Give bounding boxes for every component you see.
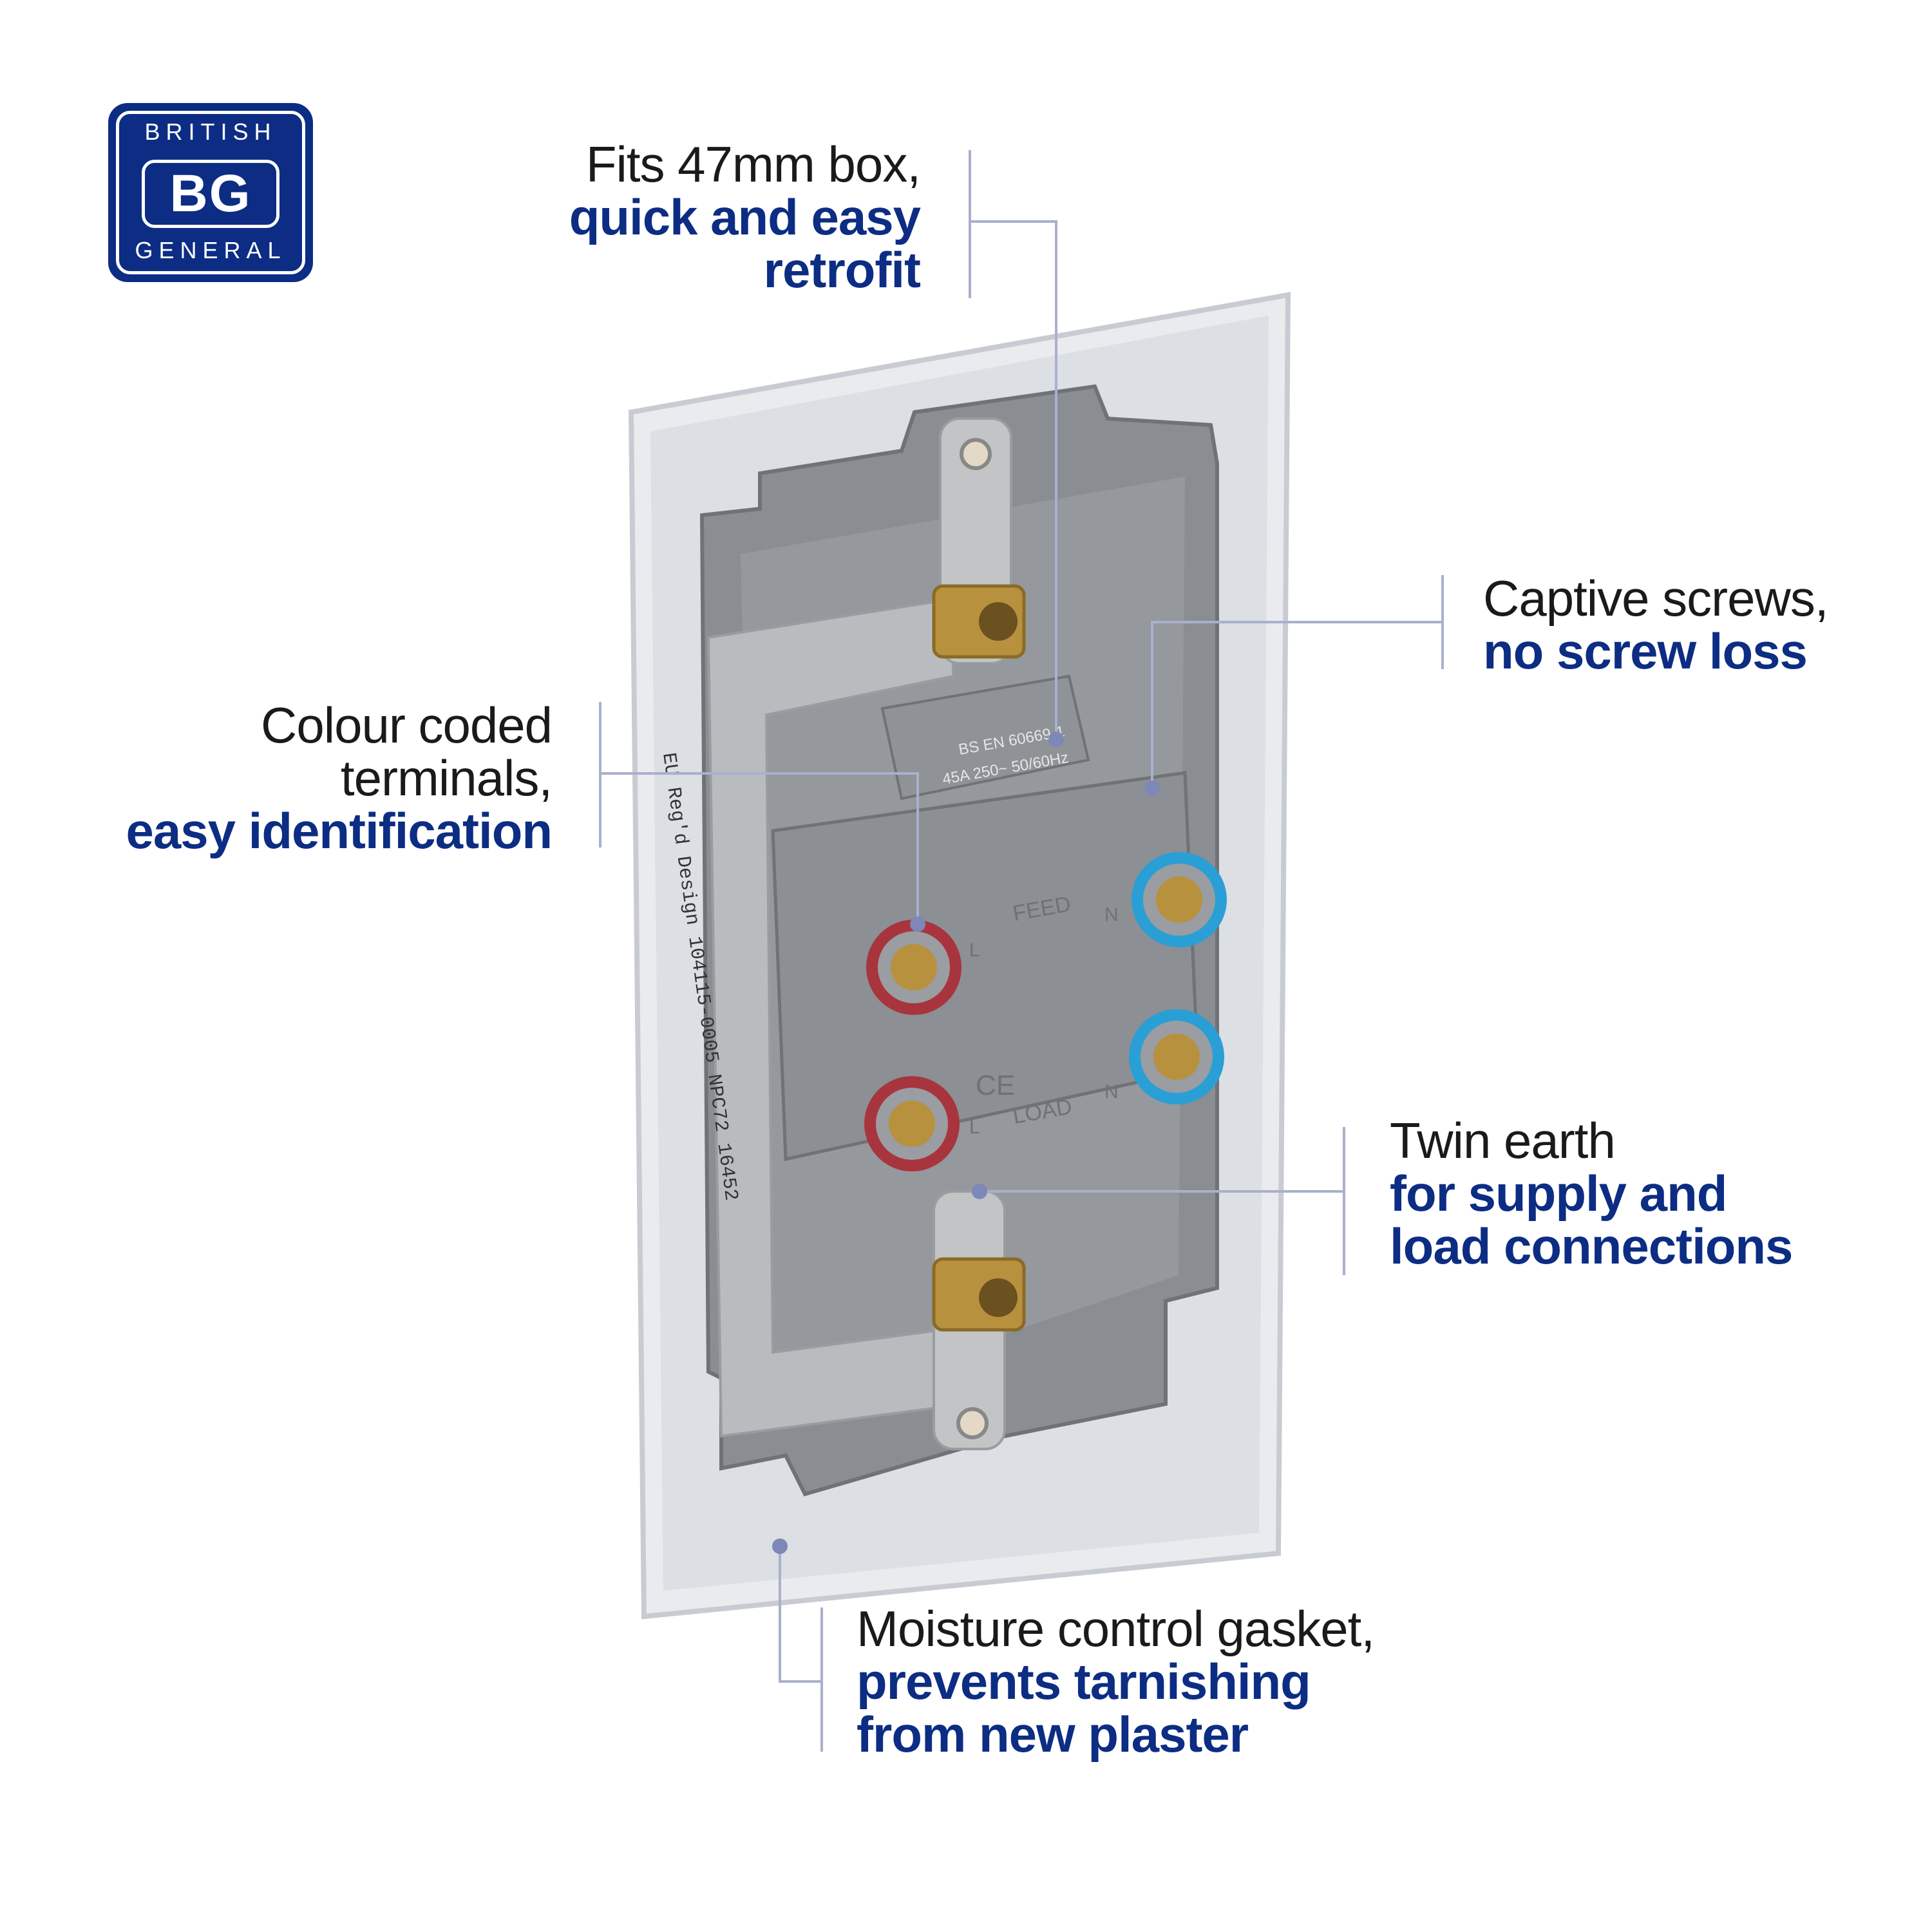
callout-highlight: easy identification bbox=[126, 802, 553, 859]
neutral-terminal-feed bbox=[1132, 852, 1227, 947]
callout-text: Captive screws, bbox=[1483, 570, 1828, 627]
callout-box-fit: Fits 47mm box, quick and easy retrofit bbox=[569, 136, 921, 298]
live-terminal-load bbox=[864, 1076, 960, 1171]
logo-border bbox=[116, 111, 305, 274]
live-terminal-feed bbox=[866, 920, 961, 1015]
feed-neutral-label: N bbox=[1104, 904, 1119, 925]
leader-box bbox=[969, 150, 1057, 739]
load-neutral-label: N bbox=[1104, 1081, 1119, 1103]
callout-highlight: quick and easy bbox=[569, 189, 921, 245]
callout-captive-screws: Captive screws, no screw loss bbox=[1483, 572, 1828, 677]
earth-screw-top bbox=[979, 602, 1018, 641]
neutral-terminal-load bbox=[1129, 1009, 1224, 1104]
callout-text: Twin earth bbox=[1390, 1112, 1616, 1169]
logo-top-text: BRITISH bbox=[144, 118, 277, 145]
callout-highlight: from new plaster bbox=[857, 1706, 1249, 1763]
british-general-logo: BRITISH BG GENERAL bbox=[108, 103, 313, 282]
load-live-label: L bbox=[969, 1117, 980, 1138]
leader-dots bbox=[772, 732, 1160, 1554]
leader-terminals bbox=[599, 702, 919, 924]
rating-block bbox=[880, 674, 1090, 800]
leader-gasket bbox=[779, 1546, 823, 1752]
leader-lines bbox=[599, 150, 1444, 1752]
callout-colour-coded: Colour coded terminals, easy identificat… bbox=[126, 697, 553, 859]
callout-text: Colour coded bbox=[261, 697, 553, 753]
callout-text: Fits 47mm box, bbox=[585, 136, 921, 193]
fixing-hole-bottom bbox=[956, 1407, 989, 1439]
callout-text: terminals, bbox=[340, 750, 553, 806]
callout-twin-earth: Twin earth for supply and load connectio… bbox=[1390, 1112, 1793, 1274]
callout-highlight: prevents tarnishing bbox=[857, 1653, 1311, 1710]
logo-bottom-text: GENERAL bbox=[135, 237, 287, 263]
ce-mark: CE bbox=[976, 1070, 1015, 1101]
leader-screws bbox=[1151, 575, 1444, 788]
callout-highlight: no screw loss bbox=[1483, 623, 1808, 679]
fixing-hole-top bbox=[960, 438, 992, 470]
callout-highlight: retrofit bbox=[763, 242, 921, 298]
leader-earth bbox=[980, 1127, 1345, 1275]
feed-live-label: L bbox=[969, 940, 980, 961]
earth-screw-bottom bbox=[979, 1278, 1018, 1317]
callout-text: Moisture control gasket, bbox=[857, 1600, 1375, 1657]
callout-highlight: for supply and bbox=[1390, 1165, 1727, 1222]
callout-highlight: load connections bbox=[1390, 1218, 1793, 1274]
logo-mark: BG bbox=[142, 160, 279, 228]
callout-moisture-gasket: Moisture control gasket, prevents tarnis… bbox=[857, 1600, 1375, 1763]
